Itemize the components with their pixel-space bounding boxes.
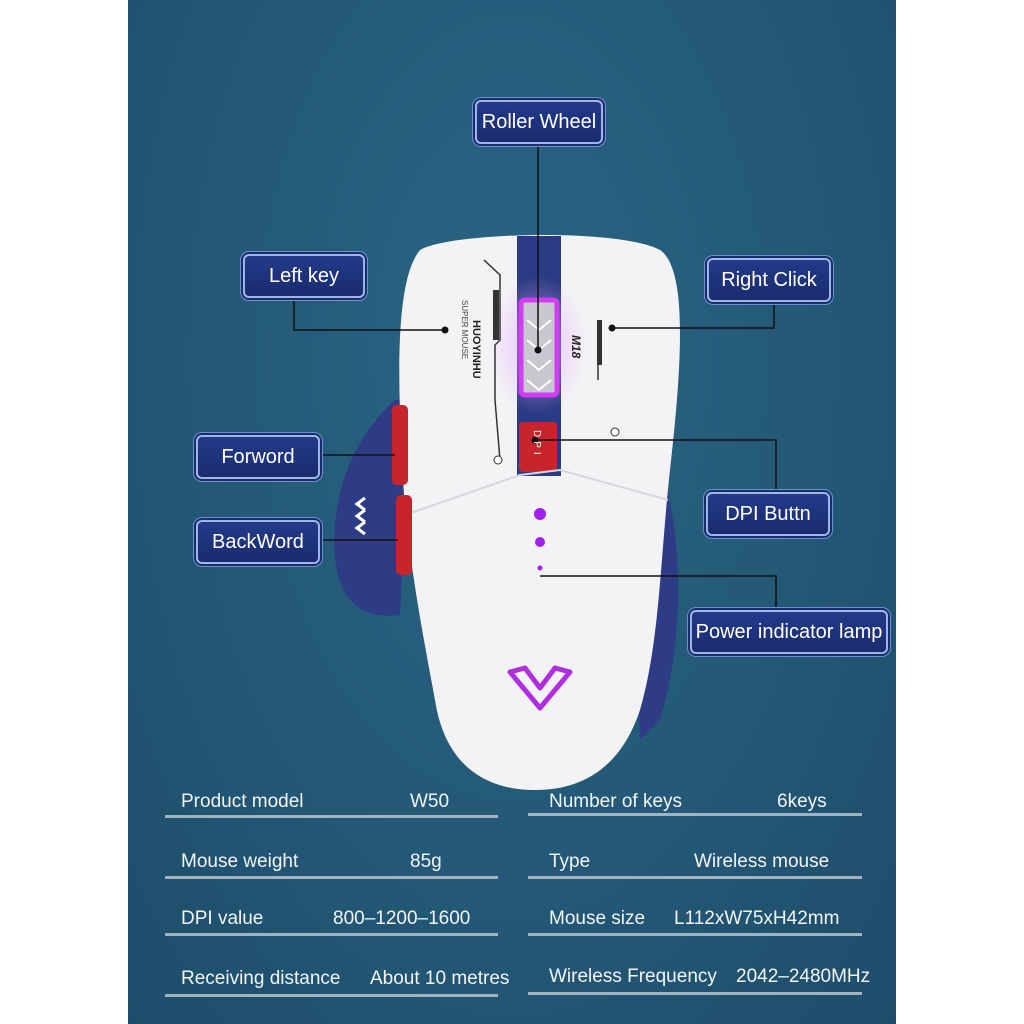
divider xyxy=(528,933,862,936)
divider xyxy=(165,933,498,936)
brand-print: HUOYINHU xyxy=(470,320,482,379)
spec-value: L112xW75xH42mm xyxy=(674,908,840,929)
led-dot xyxy=(534,508,546,520)
spec-value: About 10 metres xyxy=(370,968,510,989)
dpi-key-label: DPI xyxy=(531,430,542,459)
callout-backword: BackWord xyxy=(196,520,320,564)
divider xyxy=(528,876,862,879)
spec-label: Mouse weight xyxy=(181,851,299,872)
divider xyxy=(165,994,498,997)
model-print: M18 xyxy=(569,335,583,359)
callout-forword: Forword xyxy=(196,435,320,479)
sub-print: SUPER MOUSE xyxy=(460,300,469,359)
forward-side-button[interactable] xyxy=(392,405,408,485)
spec-value: W50 xyxy=(410,791,450,812)
spec-label: Type xyxy=(549,851,591,872)
spec-value: 6keys xyxy=(777,791,827,812)
callout-dpi-button: DPI Buttn xyxy=(706,492,830,536)
spec-label: DPI value xyxy=(181,908,264,929)
divider xyxy=(165,876,498,879)
spec-label: Product model xyxy=(181,791,304,812)
callout-power-lamp: Power indicator lamp xyxy=(690,610,888,654)
led-dot xyxy=(535,537,545,547)
side-grip xyxy=(334,400,410,616)
power-indicator-lamp xyxy=(537,565,543,571)
logo-icon xyxy=(507,665,573,711)
callout-roller-wheel: Roller Wheel xyxy=(475,100,603,144)
callout-left-key: Left key xyxy=(243,254,365,298)
divider xyxy=(165,815,498,818)
spec-label: Receiving distance xyxy=(181,968,341,989)
dpi-key[interactable] xyxy=(519,422,557,472)
spec-label: Wireless Frequency xyxy=(549,966,717,987)
spec-value: 85g xyxy=(410,851,442,872)
spec-label: Number of keys xyxy=(549,791,683,812)
spec-value: 2042–2480MHz xyxy=(736,966,871,987)
spec-label: Mouse size xyxy=(549,908,646,929)
divider xyxy=(528,992,862,995)
back-side-button[interactable] xyxy=(396,495,412,575)
spec-value: 800–1200–1600 xyxy=(333,908,471,929)
divider xyxy=(528,813,862,816)
spec-value: Wireless mouse xyxy=(694,851,830,872)
callout-right-click: Right Click xyxy=(707,258,831,302)
